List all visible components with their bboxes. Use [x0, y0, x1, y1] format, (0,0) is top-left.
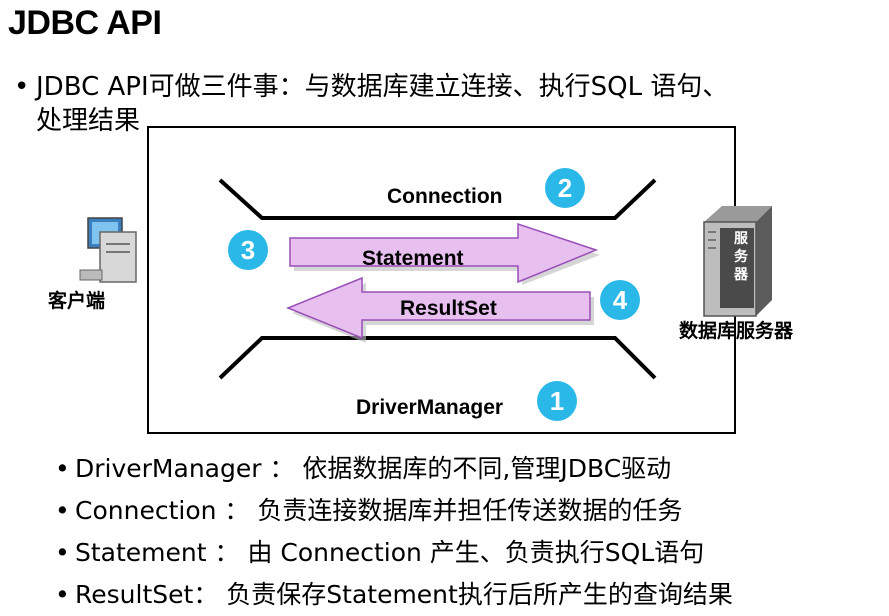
- intro-line-2: 处理结果: [36, 106, 141, 136]
- term-description: 由 Connection 产生、负责执行SQL语句: [239, 538, 705, 567]
- drivermanager-label: DriverManager: [356, 396, 504, 419]
- badge-statement: 3: [228, 230, 268, 270]
- term-separator: ：: [261, 454, 295, 483]
- server-label: 数据库服务器: [679, 320, 794, 342]
- badge-resultset: 4: [600, 280, 640, 320]
- client-computer-icon: [79, 217, 137, 283]
- term: ResultSet: [75, 580, 194, 609]
- list-item: •DriverManager ： 依据数据库的不同,管理JDBC驱动: [55, 448, 885, 490]
- term-description: 负责连接数据库并担任传送数据的任务: [249, 496, 683, 525]
- bullet-dot: •: [14, 72, 30, 102]
- term-description: 依据数据库的不同,管理JDBC驱动: [294, 454, 672, 483]
- page-title: JDBC API: [8, 4, 162, 42]
- bullet-dot: •: [55, 580, 70, 609]
- bullet-dot: •: [55, 454, 70, 483]
- term-description: 负责保存Statement执行后所产生的查询结果: [218, 580, 733, 609]
- client-label: 客户端: [48, 290, 106, 312]
- term-separator: ：: [206, 538, 240, 567]
- badge-connection: 2: [545, 168, 585, 208]
- intro-line-1: JDBC API可做三件事：与数据库建立连接、执行SQL 语句、: [36, 72, 729, 102]
- term: Statement: [75, 538, 207, 567]
- term: Connection: [75, 496, 217, 525]
- bullet-dot: •: [55, 496, 70, 525]
- list-item: •Statement ： 由 Connection 产生、负责执行SQL语句: [55, 532, 885, 574]
- term: DriverManager: [75, 454, 262, 483]
- list-item: •Connection ： 负责连接数据库并担任传送数据的任务: [55, 490, 885, 532]
- server-sign: 服务器: [734, 231, 748, 283]
- connection-label: Connection: [387, 185, 503, 208]
- statement-label: Statement: [362, 247, 464, 270]
- diagram-frame: [147, 126, 736, 434]
- term-separator: ：: [193, 580, 219, 609]
- definitions-list: •DriverManager ： 依据数据库的不同,管理JDBC驱动 •Conn…: [55, 448, 885, 616]
- resultset-label: ResultSet: [400, 297, 497, 320]
- intro-bullet: •JDBC API可做三件事：与数据库建立连接、执行SQL 语句、 处理结果: [14, 70, 884, 138]
- list-item: •ResultSet： 负责保存Statement执行后所产生的查询结果: [55, 574, 885, 616]
- term-separator: ：: [216, 496, 250, 525]
- badge-drivermanager: 1: [537, 381, 577, 421]
- bullet-dot: •: [55, 538, 70, 567]
